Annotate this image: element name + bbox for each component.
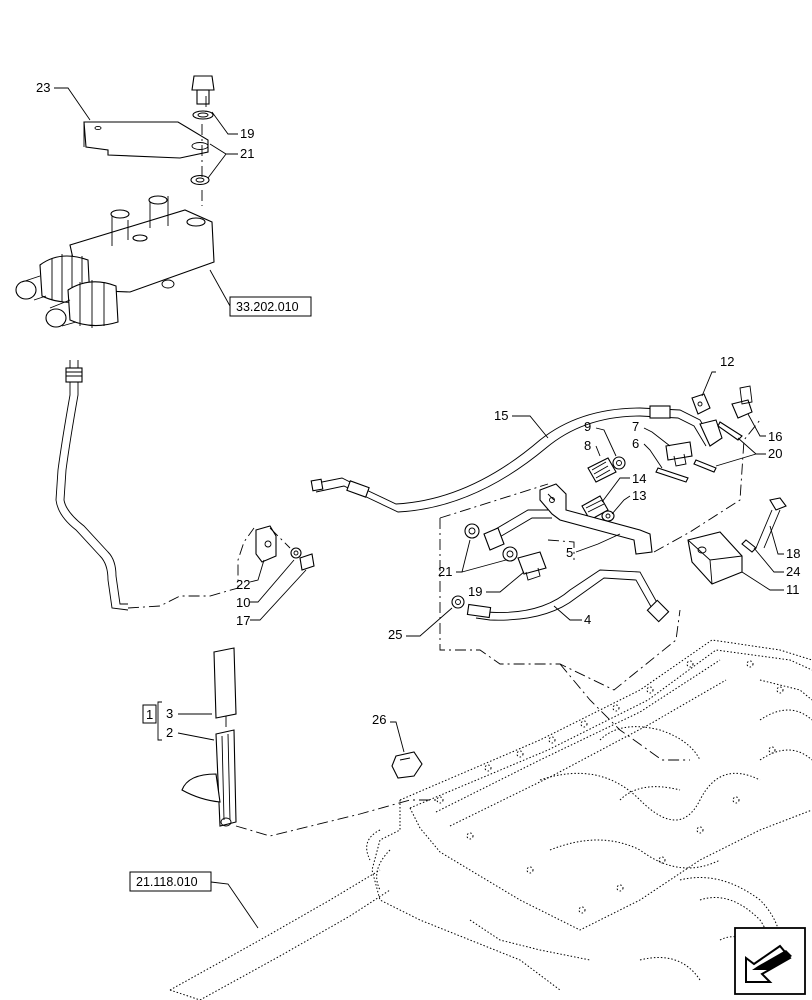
callout-20: 20 bbox=[768, 446, 782, 461]
clip-part-12 bbox=[691, 393, 711, 415]
washer-part-6 bbox=[655, 467, 689, 483]
callout-25: 25 bbox=[388, 627, 402, 642]
nut-part-17 bbox=[299, 553, 315, 571]
callout-2: 2 bbox=[166, 725, 173, 740]
assembly-frame bbox=[439, 419, 761, 761]
washer-part-21 bbox=[190, 174, 210, 186]
bracket-part-23 bbox=[83, 121, 209, 159]
callout-17: 17 bbox=[236, 613, 250, 628]
master-cylinder-assembly bbox=[15, 75, 215, 328]
callout-24: 24 bbox=[786, 564, 800, 579]
block-part-11 bbox=[687, 531, 743, 585]
sensor-assembly bbox=[181, 647, 440, 837]
washer-part-24 bbox=[741, 539, 757, 553]
pipe-part-4 bbox=[451, 569, 670, 623]
clip-part-22 bbox=[255, 525, 277, 563]
brake-pipe-left bbox=[55, 360, 255, 611]
callout-22: 22 bbox=[236, 577, 250, 592]
transmission-housing bbox=[366, 639, 812, 991]
callout-23: 23 bbox=[36, 80, 50, 95]
callout-21-lower: 21 bbox=[438, 564, 452, 579]
reference-label-lower: 21.118.010 bbox=[136, 875, 198, 889]
callout-26: 26 bbox=[372, 712, 386, 727]
pipe-part-21-branch bbox=[483, 509, 552, 551]
callout-1: 1 bbox=[146, 707, 153, 722]
callout-3: 3 bbox=[166, 706, 173, 721]
callout-10: 10 bbox=[236, 595, 250, 610]
plug-part-26 bbox=[391, 751, 423, 779]
bolt-part-19 bbox=[191, 75, 215, 120]
bolt-part-7 bbox=[665, 441, 693, 467]
callouts: 23 19 21 22 10 17 15 12 16 20 7 6 9 8 14… bbox=[36, 80, 800, 753]
bellows bbox=[15, 254, 119, 328]
bolt-part-19-lower bbox=[517, 551, 547, 581]
washer-part-9 bbox=[612, 456, 626, 470]
callout-7: 7 bbox=[632, 419, 639, 434]
callout-14: 14 bbox=[632, 471, 646, 486]
callout-19-lower: 19 bbox=[468, 584, 482, 599]
washer-part-20 bbox=[717, 421, 743, 441]
callout-4: 4 bbox=[584, 612, 591, 627]
callout-8: 8 bbox=[584, 438, 591, 453]
label-part-3 bbox=[213, 647, 237, 719]
callout-9: 9 bbox=[584, 419, 591, 434]
sensor-part-2 bbox=[215, 729, 237, 827]
washer-part-10 bbox=[290, 547, 302, 559]
reference-label-upper: 33.202.010 bbox=[236, 300, 299, 314]
callout-13: 13 bbox=[632, 488, 646, 503]
bracket-part-5 bbox=[539, 483, 653, 555]
callout-5: 5 bbox=[566, 545, 573, 560]
callout-19: 19 bbox=[240, 126, 254, 141]
fitting-part-8 bbox=[587, 457, 617, 483]
direction-arrow-icon[interactable] bbox=[734, 927, 806, 995]
bolt-part-18 bbox=[755, 497, 787, 549]
callout-11: 11 bbox=[786, 582, 800, 597]
callout-6: 6 bbox=[632, 436, 639, 451]
callout-21: 21 bbox=[240, 146, 254, 161]
reference-33-202-010: 33.202.010 bbox=[209, 269, 312, 317]
callout-16: 16 bbox=[768, 429, 782, 444]
callout-15: 15 bbox=[494, 408, 508, 423]
callout-12: 12 bbox=[720, 354, 734, 369]
frame-beam bbox=[169, 869, 391, 1000]
pipe-part-15 bbox=[310, 405, 723, 513]
callout-18: 18 bbox=[786, 546, 800, 561]
bolt-part-16 bbox=[731, 385, 753, 419]
reference-21-118-010: 21.118.010 bbox=[129, 871, 259, 929]
washer-part-13 bbox=[601, 510, 615, 522]
